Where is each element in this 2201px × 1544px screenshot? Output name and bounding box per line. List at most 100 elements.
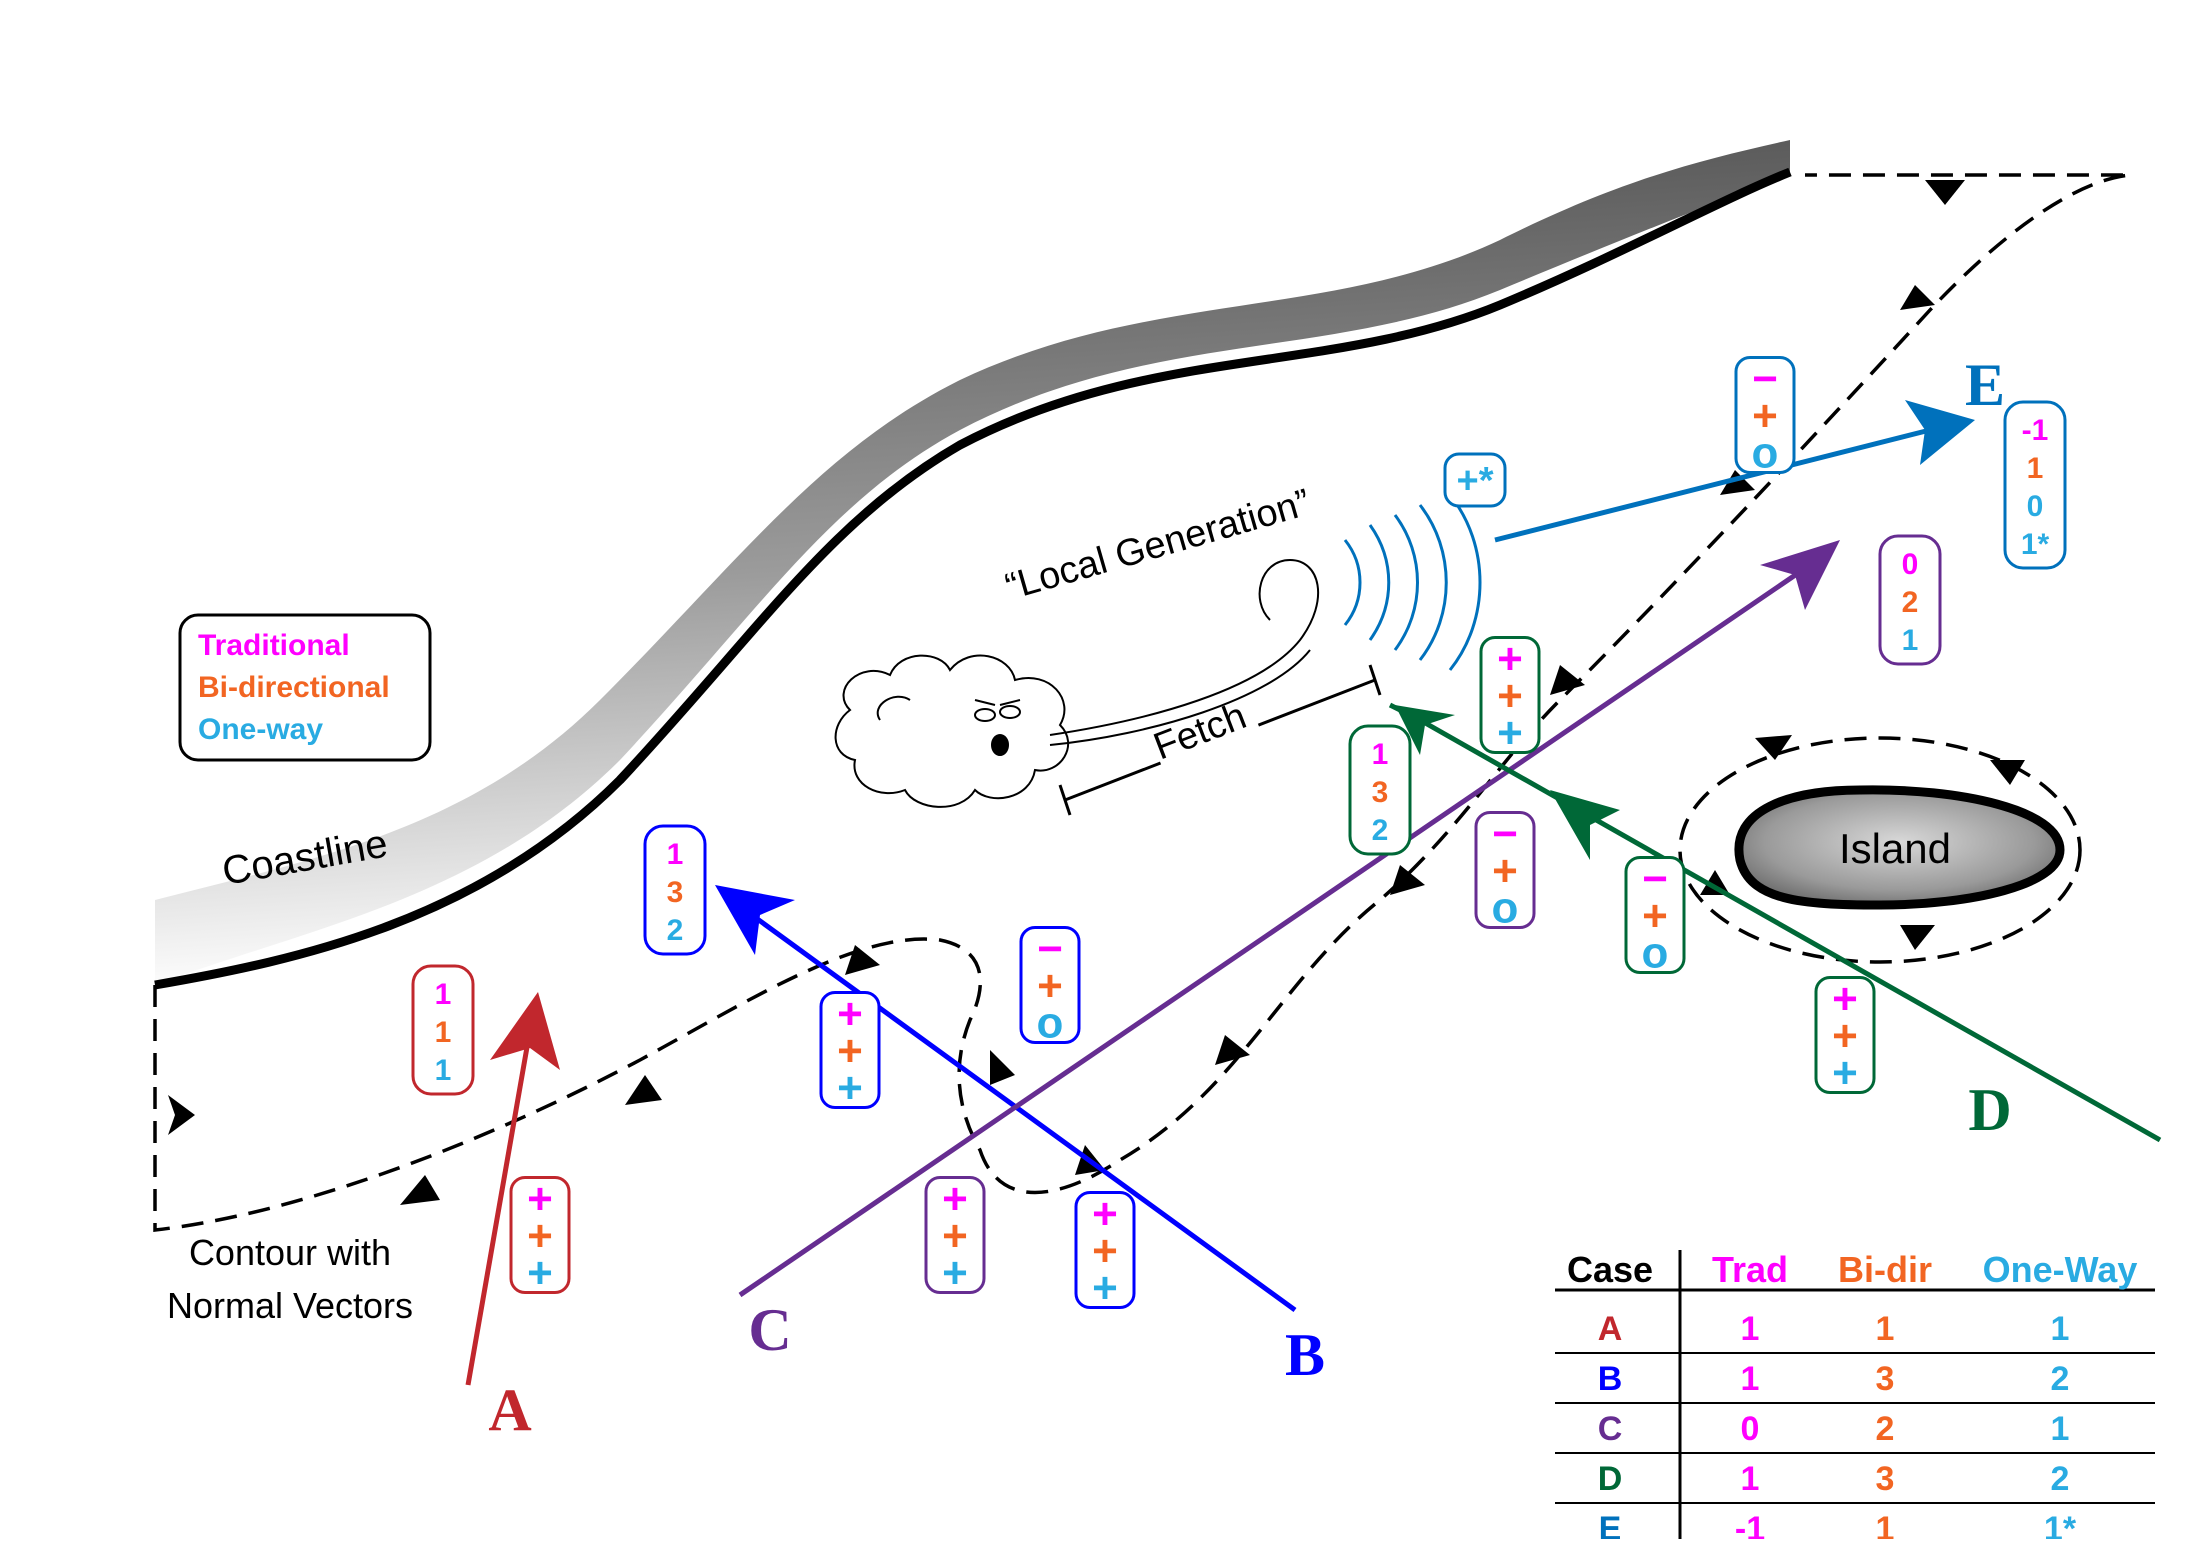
island-shape: [1734, 785, 2065, 910]
count-value: 0: [1902, 548, 1919, 581]
normal-vector-arrow: [845, 945, 880, 975]
path-arrow-E: [1494, 427, 1931, 543]
crossing-sign: +: [1832, 1012, 1858, 1061]
crossing-badge-D2: +++: [1814, 975, 1876, 1098]
crossing-sign: −: [1752, 355, 1778, 404]
count-value: -1: [2022, 414, 2049, 447]
crossing-sign: +: [1497, 672, 1523, 721]
table-cell-bidir: 2: [1876, 1410, 1895, 1448]
path-arrow-A: [465, 1029, 533, 1386]
crossing-sign: o: [1752, 429, 1779, 478]
crossing-sign: +: [1642, 892, 1668, 941]
island-contour: [1678, 736, 2082, 964]
crossing-sign: +: [527, 1212, 553, 1261]
path-arrow-D-head: [1395, 705, 1455, 755]
crossing-badge-frame: [1019, 926, 1081, 1044]
crossing-badge-B3: +++: [1074, 1190, 1136, 1313]
count-value: 1: [1372, 738, 1389, 771]
count-value: 3: [1372, 776, 1389, 809]
crossing-sign: +: [1092, 1227, 1118, 1276]
contour-label-line1: Contour with: [189, 1232, 391, 1273]
path-arrow-B-head: [715, 885, 795, 955]
crossing-sign: +: [1037, 962, 1063, 1011]
table-row: A 1 1 1: [1555, 1310, 2155, 1354]
count-badge-frame: [411, 964, 475, 1096]
table-cell-trad: 1: [1741, 1360, 1760, 1398]
table-cell-oneway: 1: [2051, 1410, 2070, 1448]
count-value: 2: [1902, 586, 1919, 619]
count-badge-frame: [1878, 534, 1942, 666]
path-letter-D: D: [1968, 1077, 2011, 1143]
count-badge-A: 111: [411, 964, 475, 1096]
count-value: 0: [2027, 490, 2044, 523]
contour-label-line2: Normal Vectors: [167, 1285, 413, 1326]
normal-vector-arrow: [1700, 870, 1730, 895]
crossing-badge-C2: −+o: [1474, 810, 1536, 933]
table-cell-oneway: 2: [2051, 1360, 2070, 1398]
count-value: 1: [667, 838, 684, 871]
count-value: 1: [2027, 452, 2044, 485]
crossing-badge-frame: [1734, 356, 1796, 474]
count-value: 1: [435, 1054, 452, 1087]
crossing-sign: o: [1492, 884, 1519, 933]
crossing-badges: ++++++−+o++++++−+o+++−+o+++−+o+*: [509, 355, 1876, 1313]
path-arrow-D-midhead: [1550, 790, 1620, 860]
path-arrow-C: [738, 562, 1812, 1298]
crossing-badge-frame: [509, 1176, 571, 1294]
crossing-badge-C3: +++: [1479, 635, 1541, 758]
table-cell-oneway: 1: [2051, 1310, 2070, 1348]
crossing-sign: −: [1642, 855, 1668, 904]
count-badge-B: 1 3 2: [643, 824, 707, 956]
table-cell-case: D: [1598, 1460, 1623, 1498]
path-letter-B: B: [1285, 1322, 1325, 1388]
count-value: 1: [1902, 624, 1919, 657]
crossing-badge-E2: +*: [1443, 452, 1507, 508]
normal-vector-arrow: [625, 1075, 662, 1105]
table-cell-trad: -1: [1735, 1510, 1765, 1539]
crossing-sign: +: [1752, 392, 1778, 441]
table-cell-trad: 1: [1741, 1310, 1760, 1348]
crossing-sign: +: [837, 990, 863, 1039]
crossing-badge-E1: −+o: [1734, 355, 1796, 478]
coastline-edge: [154, 167, 1792, 990]
table-header-oneway: One-Way: [1983, 1249, 2138, 1290]
normal-vector-arrow: [1990, 760, 2025, 785]
normal-vector-arrow: [1755, 735, 1792, 760]
count-badge-D: 132: [1348, 724, 1412, 856]
land-shading: [155, 140, 1790, 985]
table-cell-case: A: [1598, 1310, 1623, 1348]
legend-oneway: One-way: [198, 713, 323, 746]
crossing-badge-frame: [819, 991, 881, 1109]
normal-vector-arrow: [1550, 665, 1585, 695]
crossing-sign: o: [1037, 999, 1064, 1048]
legend-box: [178, 613, 432, 762]
crossing-sign: +: [1497, 709, 1523, 758]
count-value: 2: [667, 914, 684, 947]
crossing-badge-C1: +++: [924, 1175, 986, 1298]
wave-arcs: [1343, 494, 1482, 671]
table-cell-case: C: [1598, 1410, 1623, 1448]
local-generation-label: “Local Generation”: [1001, 482, 1315, 609]
crossing-sign: +: [527, 1175, 553, 1224]
crossing-sign: +: [942, 1175, 968, 1224]
path-arrow-A-head: [490, 992, 560, 1070]
path-arrow-D: [1418, 717, 2162, 1143]
crossing-sign: −: [1492, 810, 1518, 859]
crossing-sign: +: [837, 1027, 863, 1076]
crossing-badge-frame: [1624, 856, 1686, 974]
table-cell-bidir: 1: [1876, 1310, 1895, 1348]
table-cell-trad: 1: [1741, 1460, 1760, 1498]
normal-vector-arrow: [1900, 925, 1935, 950]
normal-vector-arrow: [1900, 285, 1935, 310]
path-letter-A: A: [488, 1377, 531, 1443]
count-value: 3: [667, 876, 684, 909]
table-cell-case: E: [1599, 1510, 1622, 1539]
count-badge-frame: [1348, 724, 1412, 856]
